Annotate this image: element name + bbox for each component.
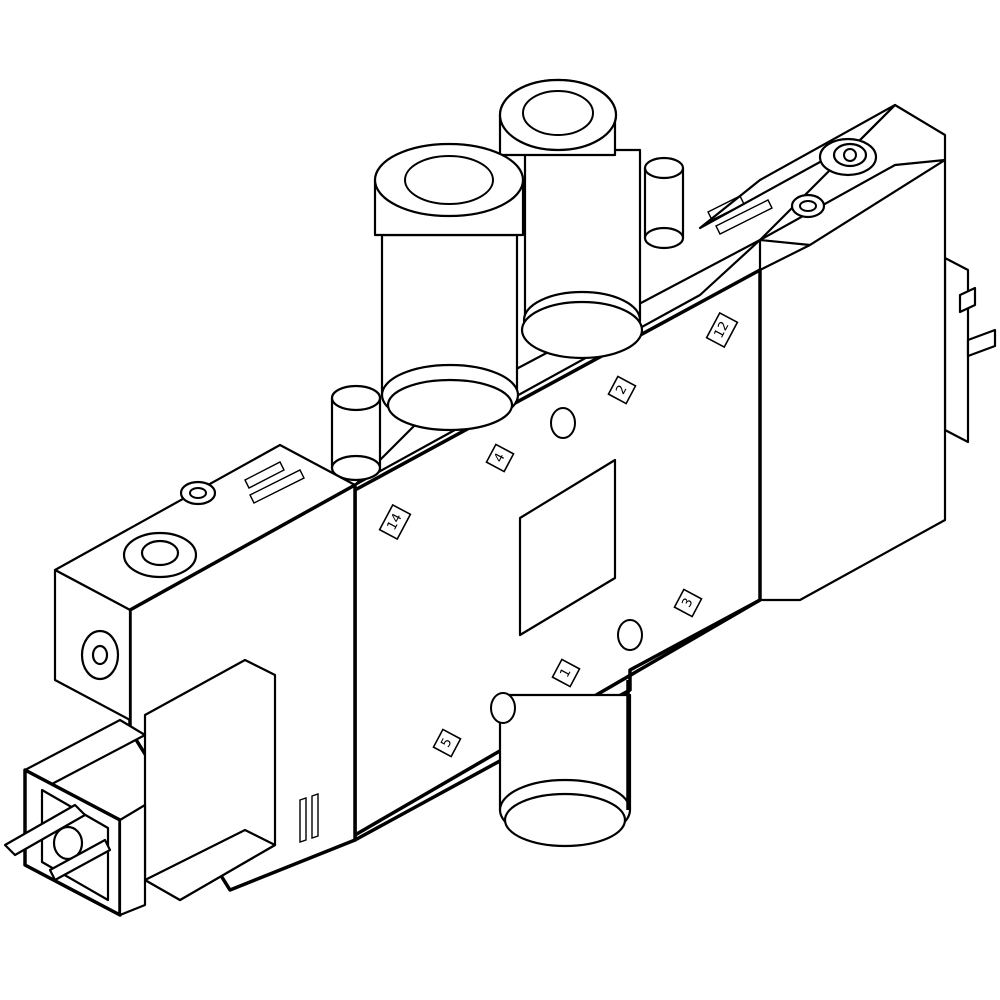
bottom-fitting: [498, 680, 632, 848]
port-label-14: 14: [378, 503, 412, 541]
port-label-3: 3: [673, 588, 703, 618]
fitting-port-2: [498, 78, 644, 360]
port-label-1: 1: [551, 658, 581, 688]
pilot-fitting-left: [330, 384, 382, 482]
port-label-12: 12: [705, 311, 739, 349]
right-pilot-housing: [698, 103, 947, 602]
port-label-14-text: 14: [384, 511, 405, 533]
fitting-port-4: [373, 142, 525, 432]
port-label-4: 4: [485, 443, 515, 473]
left-solenoid-connector: [3, 658, 277, 917]
port-label-5: 5: [432, 728, 462, 758]
front-port-holes: [490, 407, 643, 724]
port-label-12-text: 12: [711, 319, 732, 341]
pilot-fitting-right: [643, 156, 685, 250]
port-label-2: 2: [607, 375, 637, 405]
